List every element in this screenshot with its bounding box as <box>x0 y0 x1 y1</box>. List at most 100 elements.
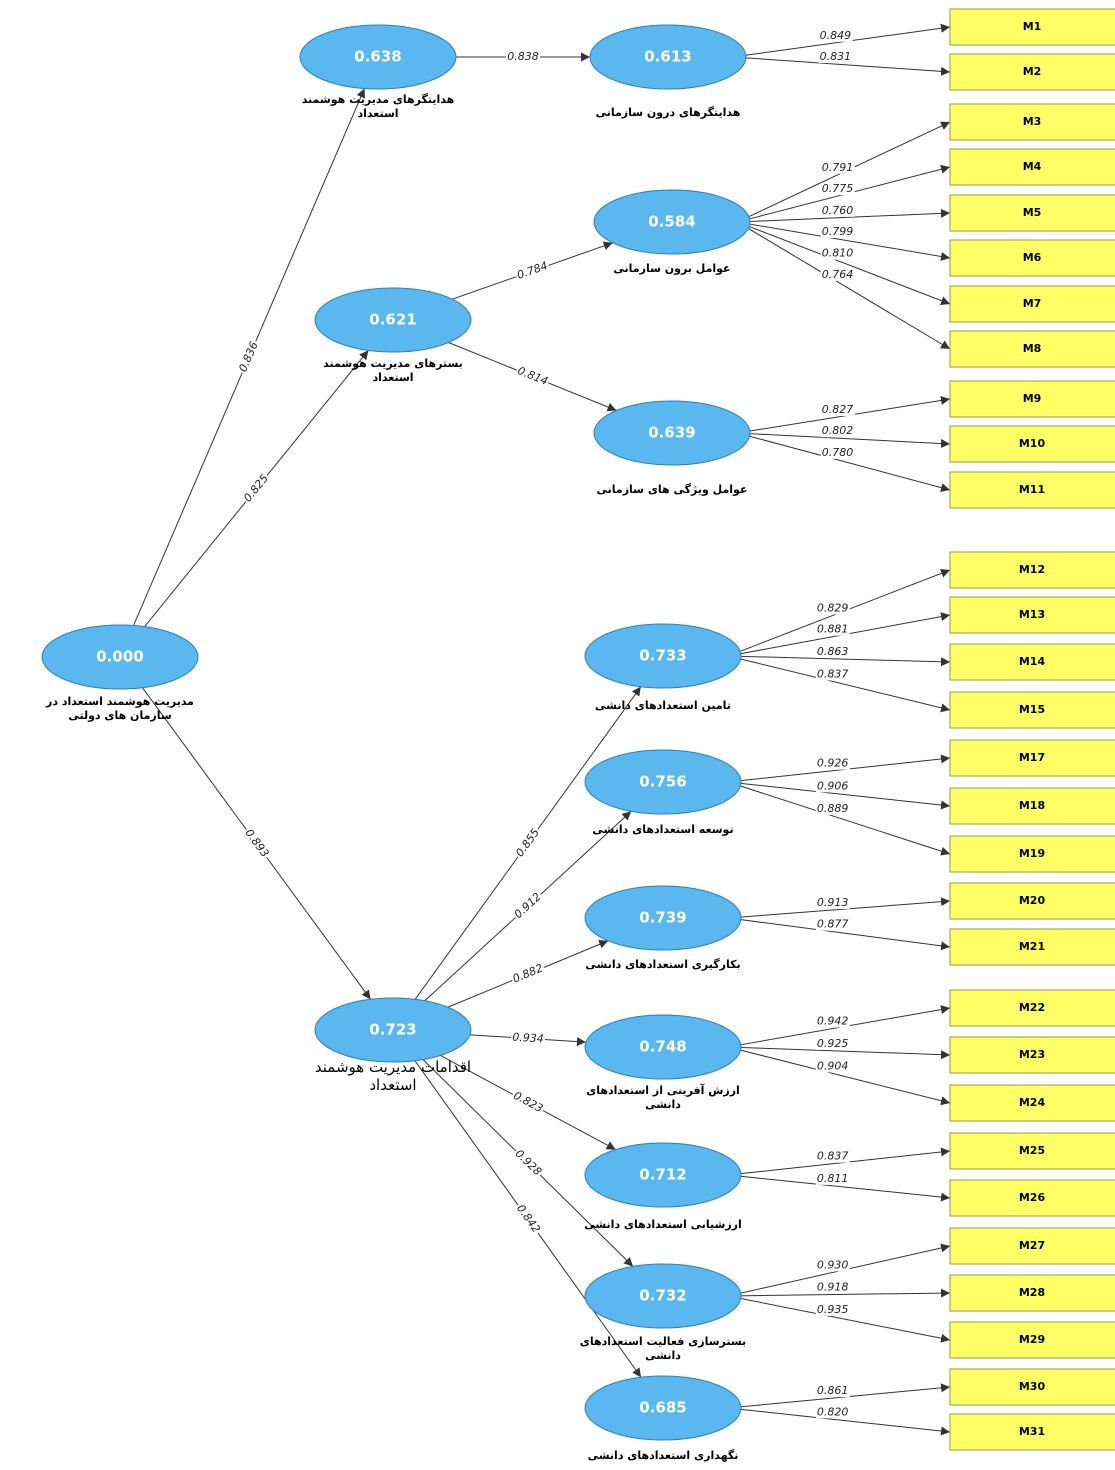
indicator-label: M28 <box>1019 1286 1045 1299</box>
loading-weight-M6: 0.799 <box>822 225 854 238</box>
loading-weight-bg <box>815 1303 850 1316</box>
construct-ellipse <box>314 997 472 1063</box>
construct-label: بسترسازی فعالیت استعدادهای <box>580 1335 746 1348</box>
indicator-M1: M1 <box>949 8 1115 46</box>
loading-weight-bg <box>815 668 850 681</box>
path-weight-bg <box>240 825 273 862</box>
path-weight-bg <box>509 961 547 987</box>
loading-C6-M29 <box>736 1297 951 1343</box>
loading-weight-M1: 0.849 <box>820 29 852 42</box>
indicator-box <box>949 551 1115 589</box>
loading-weight-bg <box>815 645 850 658</box>
loading-weight-bg <box>815 623 850 636</box>
path-weight-bg <box>510 889 546 923</box>
loading-C4-M24 <box>736 1048 951 1106</box>
loading-weight-M12: 0.829 <box>817 601 849 614</box>
construct-value: 0.639 <box>648 424 695 442</box>
indicator-box <box>949 1274 1115 1312</box>
indicator-label: M26 <box>1019 1191 1046 1204</box>
indicator-M19: M19 <box>949 835 1115 873</box>
path-weight-C-C2: 0.912 <box>512 890 544 921</box>
loading-weight-bg <box>815 1060 850 1073</box>
construct-ellipse <box>584 885 742 951</box>
loading-C4-M23 <box>736 1046 951 1060</box>
loading-weight-bg <box>815 780 850 793</box>
loading-weight-M27: 0.930 <box>817 1258 849 1271</box>
indicator-M17: M17 <box>949 739 1115 777</box>
indicator-box <box>949 330 1115 368</box>
indicator-label: M17 <box>1019 751 1045 764</box>
indicators-layer: M1M2M3M4M5M6M7M8M9M10M11M12M13M14M15M17M… <box>949 8 1115 1451</box>
construct-value: 0.712 <box>639 1166 686 1184</box>
indicator-box <box>949 194 1115 232</box>
indicator-box <box>949 1084 1115 1122</box>
indicator-box <box>949 643 1115 681</box>
construct-ellipse <box>314 287 472 353</box>
indicator-M24: M24 <box>949 1084 1115 1122</box>
path-weight-root-A: 0.836 <box>236 340 260 374</box>
indicator-M10: M10 <box>949 425 1115 463</box>
indicator-label: M4 <box>1023 160 1042 173</box>
indicator-label: M15 <box>1019 703 1045 716</box>
construct-label: دانشی <box>645 1098 681 1111</box>
path-weight-bg <box>514 363 551 390</box>
loading-weight-bg <box>820 225 855 238</box>
indicator-M12: M12 <box>949 551 1115 589</box>
path-weight-bg <box>510 1146 546 1180</box>
loading-B2-M11 <box>745 434 951 493</box>
construct-label: هدایتگرهای مدیریت هوشمند <box>302 93 455 106</box>
loading-weight-M5: 0.760 <box>822 204 854 217</box>
loading-C1-M14 <box>736 655 951 667</box>
indicator-M23: M23 <box>949 1036 1115 1074</box>
indicator-label: M31 <box>1019 1425 1045 1438</box>
loading-weight-bg <box>815 1150 850 1163</box>
loading-weight-bg <box>820 161 855 174</box>
loading-B2-M10 <box>745 432 951 449</box>
indicator-box <box>949 148 1115 186</box>
loading-weight-M22: 0.942 <box>817 1015 849 1028</box>
loading-weight-bg <box>815 1172 850 1185</box>
indicator-M13: M13 <box>949 596 1115 634</box>
construct-label: دانشی <box>645 1349 681 1362</box>
indicator-M26: M26 <box>949 1179 1115 1217</box>
loading-weight-M24: 0.904 <box>817 1059 849 1072</box>
indicator-box <box>949 471 1115 509</box>
path-weight-B-B2: 0.814 <box>516 364 550 388</box>
construct-label: استعداد <box>369 1076 416 1094</box>
loading-C6-M28 <box>736 1288 951 1298</box>
path-weight-bg <box>510 1030 546 1047</box>
loading-weight-bg <box>815 1037 850 1050</box>
loading-C5-M26 <box>736 1175 951 1202</box>
indicator-label: M9 <box>1023 392 1042 405</box>
indicator-label: M25 <box>1019 1144 1045 1157</box>
indicator-label: M23 <box>1019 1048 1045 1061</box>
loading-weight-M14: 0.863 <box>817 645 849 658</box>
indicator-M30: M30 <box>949 1368 1115 1406</box>
loading-weight-M13: 0.881 <box>817 623 849 636</box>
loading-weight-M25: 0.837 <box>817 1150 849 1163</box>
loading-weight-bg <box>815 918 850 931</box>
indicator-M2: M2 <box>949 53 1115 91</box>
indicator-M18: M18 <box>949 787 1115 825</box>
loading-weight-bg <box>815 757 850 770</box>
construct-ellipse <box>41 624 199 690</box>
loading-weight-bg <box>815 896 850 909</box>
path-weight-A-A1: 0.838 <box>507 50 539 63</box>
loading-weight-bg <box>815 1385 850 1398</box>
loading-weight-M15: 0.837 <box>817 667 849 680</box>
loading-weight-bg <box>815 1259 850 1272</box>
edges-layer: 0.8360.8250.8930.8380.7840.8140.8550.912… <box>133 23 951 1436</box>
path-weight-bg <box>506 50 540 64</box>
indicator-box <box>949 239 1115 277</box>
indicator-label: M12 <box>1019 563 1045 576</box>
construct-ellipse <box>584 1263 742 1329</box>
indicator-box <box>949 380 1115 418</box>
indicator-box <box>949 103 1115 141</box>
